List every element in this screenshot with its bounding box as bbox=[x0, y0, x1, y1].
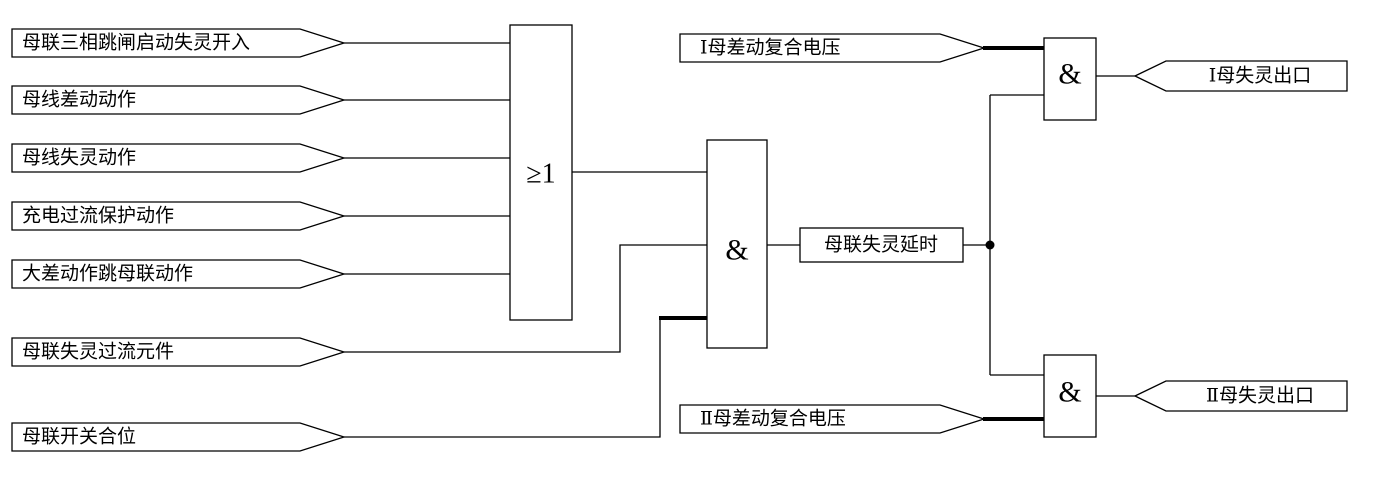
bus2-voltage-box: Ⅱ母差动复合电压 bbox=[679, 404, 987, 434]
input-label-coupler-3ph-trip-failure-start: 母联三相跳闸启动失灵开入 bbox=[22, 32, 250, 54]
bus2-voltage-label: Ⅱ母差动复合电压 bbox=[700, 408, 846, 430]
bus1-and-gate-label: & bbox=[1058, 58, 1081, 91]
input-box-bus-failure-action-shape bbox=[11, 143, 347, 173]
or-gate-shape bbox=[509, 24, 573, 321]
input-label-bus-failure-action: 母线失灵动作 bbox=[22, 147, 136, 169]
input-box-bus-failure-action: 母线失灵动作 bbox=[11, 143, 347, 173]
or-gate: ≥1 bbox=[509, 24, 573, 321]
input-label-coupler-failure-overcurrent-element: 母联失灵过流元件 bbox=[22, 341, 174, 363]
delay-box: 母联失灵延时 bbox=[799, 227, 964, 263]
input-label-bus-differential-action: 母线差动动作 bbox=[22, 89, 136, 111]
input-box-coupler-3ph-trip-failure-start: 母联三相跳闸启动失灵开入 bbox=[11, 28, 347, 58]
input-label-large-diff-trip-coupler: 大差动作跳母联动作 bbox=[22, 263, 193, 285]
input-box-charging-overcurrent-protection: 充电过流保护动作 bbox=[11, 201, 347, 231]
bus2-and-gate-label: & bbox=[1058, 376, 1081, 409]
input-label-charging-overcurrent-protection: 充电过流保护动作 bbox=[22, 205, 174, 227]
bus1-output-box-shape bbox=[1133, 60, 1348, 92]
bus2-output-box: Ⅱ母失灵出口 bbox=[1133, 380, 1348, 412]
bus1-and-gate-shape bbox=[1043, 37, 1097, 121]
bus2-and-gate-shape bbox=[1043, 354, 1097, 438]
input-label-coupler-switch-closed: 母联开关合位 bbox=[22, 426, 136, 448]
bus2-voltage-box-shape bbox=[679, 404, 987, 434]
input-box-coupler-failure-overcurrent-element-shape bbox=[11, 337, 347, 367]
delay-box-label: 母联失灵延时 bbox=[824, 234, 938, 256]
input-box-bus-differential-action-shape bbox=[11, 85, 347, 115]
main-and-gate-shape bbox=[706, 139, 768, 349]
wire-input6-to-main-and bbox=[344, 244, 707, 353]
delay-box-shape bbox=[799, 227, 964, 263]
bus1-voltage-box: Ⅰ母差动复合电压 bbox=[679, 33, 987, 63]
input-box-large-diff-trip-coupler-shape bbox=[11, 259, 347, 289]
main-and-gate-label: & bbox=[725, 234, 748, 267]
input-box-coupler-3ph-trip-failure-start-shape bbox=[11, 28, 347, 58]
main-and-gate: & bbox=[706, 139, 768, 349]
bus1-and-gate: & bbox=[1043, 37, 1097, 121]
input-box-large-diff-trip-coupler: 大差动作跳母联动作 bbox=[11, 259, 347, 289]
input-box-coupler-switch-closed: 母联开关合位 bbox=[11, 422, 347, 452]
bus2-output-box-shape bbox=[1133, 380, 1348, 412]
input-box-charging-overcurrent-protection-shape bbox=[11, 201, 347, 231]
wire-input7-riser bbox=[344, 318, 661, 438]
bus2-output-label: Ⅱ母失灵出口 bbox=[1206, 385, 1314, 407]
input-box-coupler-failure-overcurrent-element: 母联失灵过流元件 bbox=[11, 337, 347, 367]
input-box-bus-differential-action: 母线差动动作 bbox=[11, 85, 347, 115]
bus1-output-box: Ⅰ母失灵出口 bbox=[1133, 60, 1348, 92]
input-box-coupler-switch-closed-shape bbox=[11, 422, 347, 452]
bus2-and-gate: & bbox=[1043, 354, 1097, 438]
bus1-output-label: Ⅰ母失灵出口 bbox=[1209, 65, 1312, 87]
bus1-voltage-box-shape bbox=[679, 33, 987, 63]
bus1-voltage-label: Ⅰ母差动复合电压 bbox=[700, 37, 841, 59]
or-gate-label: ≥1 bbox=[526, 159, 555, 190]
